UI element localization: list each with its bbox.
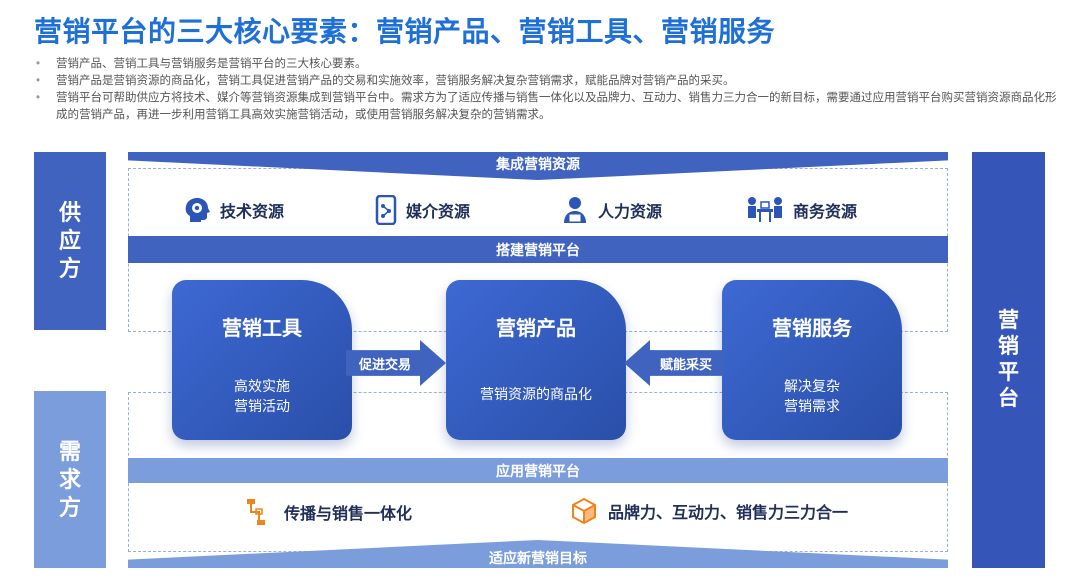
goal-label: 传播与销售一体化 [284,506,413,523]
banner-apply-platform: 应用营销平台 [128,458,948,483]
banner-label: 搭建营销平台 [496,241,580,258]
resource-human: 人力资源 [560,195,662,225]
card-desc-line: 解决复杂 [784,378,840,394]
card-title: 营销工具 [222,318,302,340]
card-desc: 高效实施 营销活动 [172,376,352,416]
resource-media: 媒介资源 [374,195,470,225]
arrow-label: 赋能采买 [659,356,712,372]
supply-side-bar: 供应方 [34,152,106,330]
banner-label: 应用营销平台 [496,462,580,479]
arrow-empower-purchase: 赋能采买 [624,340,724,386]
banner-build-platform: 搭建营销平台 [128,236,948,263]
resource-label: 人力资源 [598,204,663,221]
brain-gear-icon [185,198,210,222]
bullet-item: 营销产品、营销工具与营销服务是营销平台的三大核心要素。 [36,56,1066,73]
resource-label: 商务资源 [793,204,858,221]
card-desc: 营销资源的商品化 [480,386,592,402]
resource-tech: 技术资源 [182,195,284,225]
meeting-icon [748,197,782,222]
card-desc-line: 营销需求 [784,398,840,414]
page-title: 营销平台的三大核心要素：营销产品、营销工具、营销服务 [34,16,776,47]
resource-label: 媒介资源 [406,204,471,221]
resource-label: 技术资源 [220,204,285,221]
cube-icon [572,497,596,525]
card-marketing-tools: 营销工具 高效实施 营销活动 [172,280,352,440]
demand-side-label: 需求方 [58,438,81,520]
banner-label: 适应新营销目标 [489,550,587,566]
card-title: 营销产品 [496,318,576,340]
demand-side-bar: 需求方 [34,391,106,568]
resource-business: 商务资源 [745,195,857,225]
card-desc: 解决复杂 营销需求 [722,376,902,416]
bullet-item: 营销平台可帮助供应方将技术、媒介等营销资源集成到营销平台中。需求方为了适应传播与… [36,90,1066,124]
arrow-label: 促进交易 [358,356,411,372]
card-title: 营销服务 [772,318,852,340]
card-desc-line: 高效实施 [234,378,290,394]
card-marketing-service: 营销服务 解决复杂 营销需求 [722,280,902,440]
arrow-promote-trade: 促进交易 [346,340,446,386]
platform-bar: 营销平台 [972,152,1045,568]
platform-label: 营销平台 [998,309,1019,410]
goal-integration: 传播与销售一体化 [244,497,412,527]
flow-icon [247,499,265,525]
card-marketing-product: 营销产品 营销资源的商品化 [446,280,626,440]
banner-label: 集成营销资源 [496,156,580,172]
goal-three-forces: 品牌力、互动力、销售力三力合一 [570,497,848,525]
card-desc-line: 营销活动 [234,398,290,414]
goal-label: 品牌力、互动力、销售力三力合一 [608,505,849,522]
supply-side-label: 供应方 [58,200,81,281]
description-list: 营销产品、营销工具与营销服务是营销平台的三大核心要素。 营销产品是营销资源的商品… [36,56,1066,124]
bullet-item: 营销产品是营销资源的商品化，营销工具促进营销产品的交易和实施效率，营销服务解决复… [36,73,1066,90]
person-laptop-icon [564,197,586,223]
phone-network-icon [375,195,397,225]
